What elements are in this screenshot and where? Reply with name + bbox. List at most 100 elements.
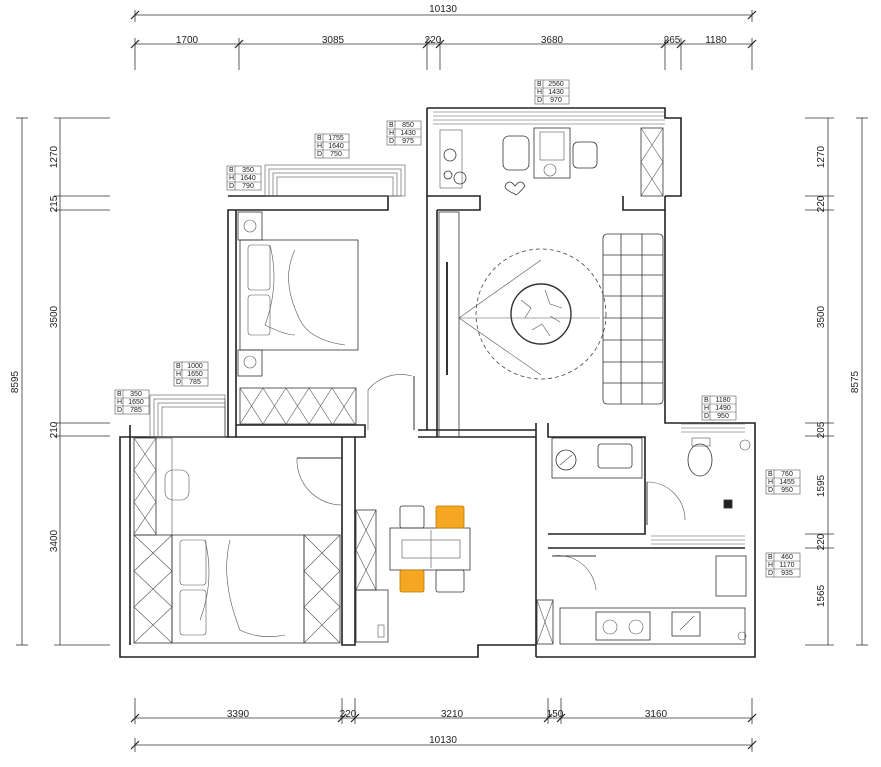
dim-left-2: 215 (49, 195, 60, 212)
dim-left-4: 210 (49, 421, 60, 438)
fridge-icon (355, 589, 389, 643)
window-tags: B H D 2560 1430 970 B H D 850 1430 975 B… (114, 79, 801, 578)
tag-key-h: H (389, 130, 394, 137)
chair-icon (502, 135, 530, 171)
plant-icon (443, 148, 457, 162)
chair-icon (435, 569, 465, 593)
tv-cabinet-icon (438, 211, 460, 438)
tag-key-h: H (176, 371, 181, 378)
window-tag: B H D 350 1650 785 (114, 389, 150, 415)
tag-key-h: H (229, 175, 234, 182)
tag-key-b: B (176, 363, 181, 370)
nightstand-icon (237, 349, 263, 377)
dim-right-6: 220 (816, 533, 827, 550)
tag-key-b: B (768, 471, 773, 478)
dim-left-1: 1270 (49, 145, 60, 168)
tag-d-value: 785 (130, 407, 142, 414)
dimension-lines (16, 10, 868, 752)
doors (296, 374, 686, 591)
tag-b-value: 1755 (328, 135, 344, 142)
tag-b-value: 2560 (548, 81, 564, 88)
tag-d-value: 970 (550, 97, 562, 104)
dimension-labels: 10130 1700 3085 220 3680 265 1180 3390 2… (10, 4, 861, 746)
window-tag: B H D 1180 1490 950 (701, 395, 737, 421)
tag-key-d: D (317, 151, 322, 158)
kitchen (536, 555, 747, 645)
tag-h-value: 1490 (715, 405, 731, 412)
dim-right-3: 3500 (816, 305, 827, 328)
dim-top-2: 3085 (322, 35, 345, 46)
tag-b-value: 1180 (715, 397, 730, 404)
desk-icon (533, 127, 571, 179)
coffee-table-icon (510, 283, 572, 345)
chair-icon (435, 505, 465, 529)
tag-h-value: 1650 (187, 371, 203, 378)
door-swing (551, 555, 597, 591)
door-swing (296, 457, 343, 506)
balcony-study (439, 127, 664, 197)
tag-h-value: 1640 (240, 175, 256, 182)
tag-key-d: D (389, 138, 394, 145)
chair-icon (399, 505, 425, 529)
dim-top-5: 265 (664, 35, 681, 46)
tag-d-value: 975 (402, 138, 414, 145)
dim-right-5: 1595 (816, 474, 827, 497)
toilet-icon (687, 443, 713, 477)
tag-b-value: 1000 (187, 363, 203, 370)
window-frames (149, 111, 745, 545)
tag-key-d: D (176, 379, 181, 386)
cutting-board-icon (671, 611, 701, 637)
tag-h-value: 1430 (548, 89, 564, 96)
dim-top-6: 1180 (705, 35, 727, 46)
tag-key-d: D (768, 487, 773, 494)
dim-top-4: 3680 (541, 35, 564, 46)
dim-bottom-1: 3390 (227, 709, 250, 720)
tag-key-b: B (704, 397, 709, 404)
chair-icon (572, 141, 598, 169)
tag-key-d: D (537, 97, 542, 104)
walls (119, 107, 756, 658)
tag-key-b: B (317, 135, 322, 142)
rug-icon (475, 248, 607, 380)
shelf-icon (536, 599, 554, 645)
tag-key-b: B (537, 81, 542, 88)
plant-icon (443, 170, 453, 180)
washing-machine-icon (555, 449, 577, 471)
tag-key-b: B (389, 122, 394, 129)
window-tag: B H D 460 1170 935 (765, 552, 801, 578)
dim-right-2: 220 (816, 195, 827, 212)
sofa-icon (602, 233, 664, 405)
tag-h-value: 1455 (779, 479, 795, 486)
window-tag: B H D 850 1430 975 (386, 120, 422, 146)
shelf-icon (355, 509, 377, 591)
double-bed-icon (239, 239, 359, 351)
window-tag: B H D 760 1455 950 (765, 469, 801, 495)
tag-key-h: H (317, 143, 322, 150)
door-swing (646, 481, 686, 521)
dim-top-total: 10130 (429, 4, 457, 15)
dim-left-5: 3400 (49, 529, 60, 552)
tag-key-b: B (768, 554, 773, 561)
tag-b-value: 350 (130, 391, 142, 398)
window-tag: B H D 1000 1650 785 (173, 361, 209, 387)
window-tag: B H D 1755 1640 750 (314, 133, 350, 159)
tag-key-h: H (768, 562, 773, 569)
chair-icon (399, 569, 425, 593)
tag-d-value: 790 (242, 183, 254, 190)
dim-bottom-2: 220 (340, 709, 357, 720)
stove-icon (595, 611, 651, 641)
tag-key-d: D (229, 183, 234, 190)
shelf-icon (640, 127, 664, 197)
wardrobe-icon (133, 534, 173, 644)
dim-left-total: 8595 (10, 370, 21, 393)
tag-key-h: H (117, 399, 122, 406)
tag-key-d: D (768, 570, 773, 577)
bathroom (551, 437, 751, 509)
tag-d-value: 750 (330, 151, 342, 158)
tag-d-value: 935 (781, 570, 793, 577)
drain-icon (723, 499, 733, 509)
dim-bottom-5: 3160 (645, 709, 668, 720)
tag-h-value: 1170 (779, 562, 794, 569)
nightstand-icon (237, 211, 263, 241)
